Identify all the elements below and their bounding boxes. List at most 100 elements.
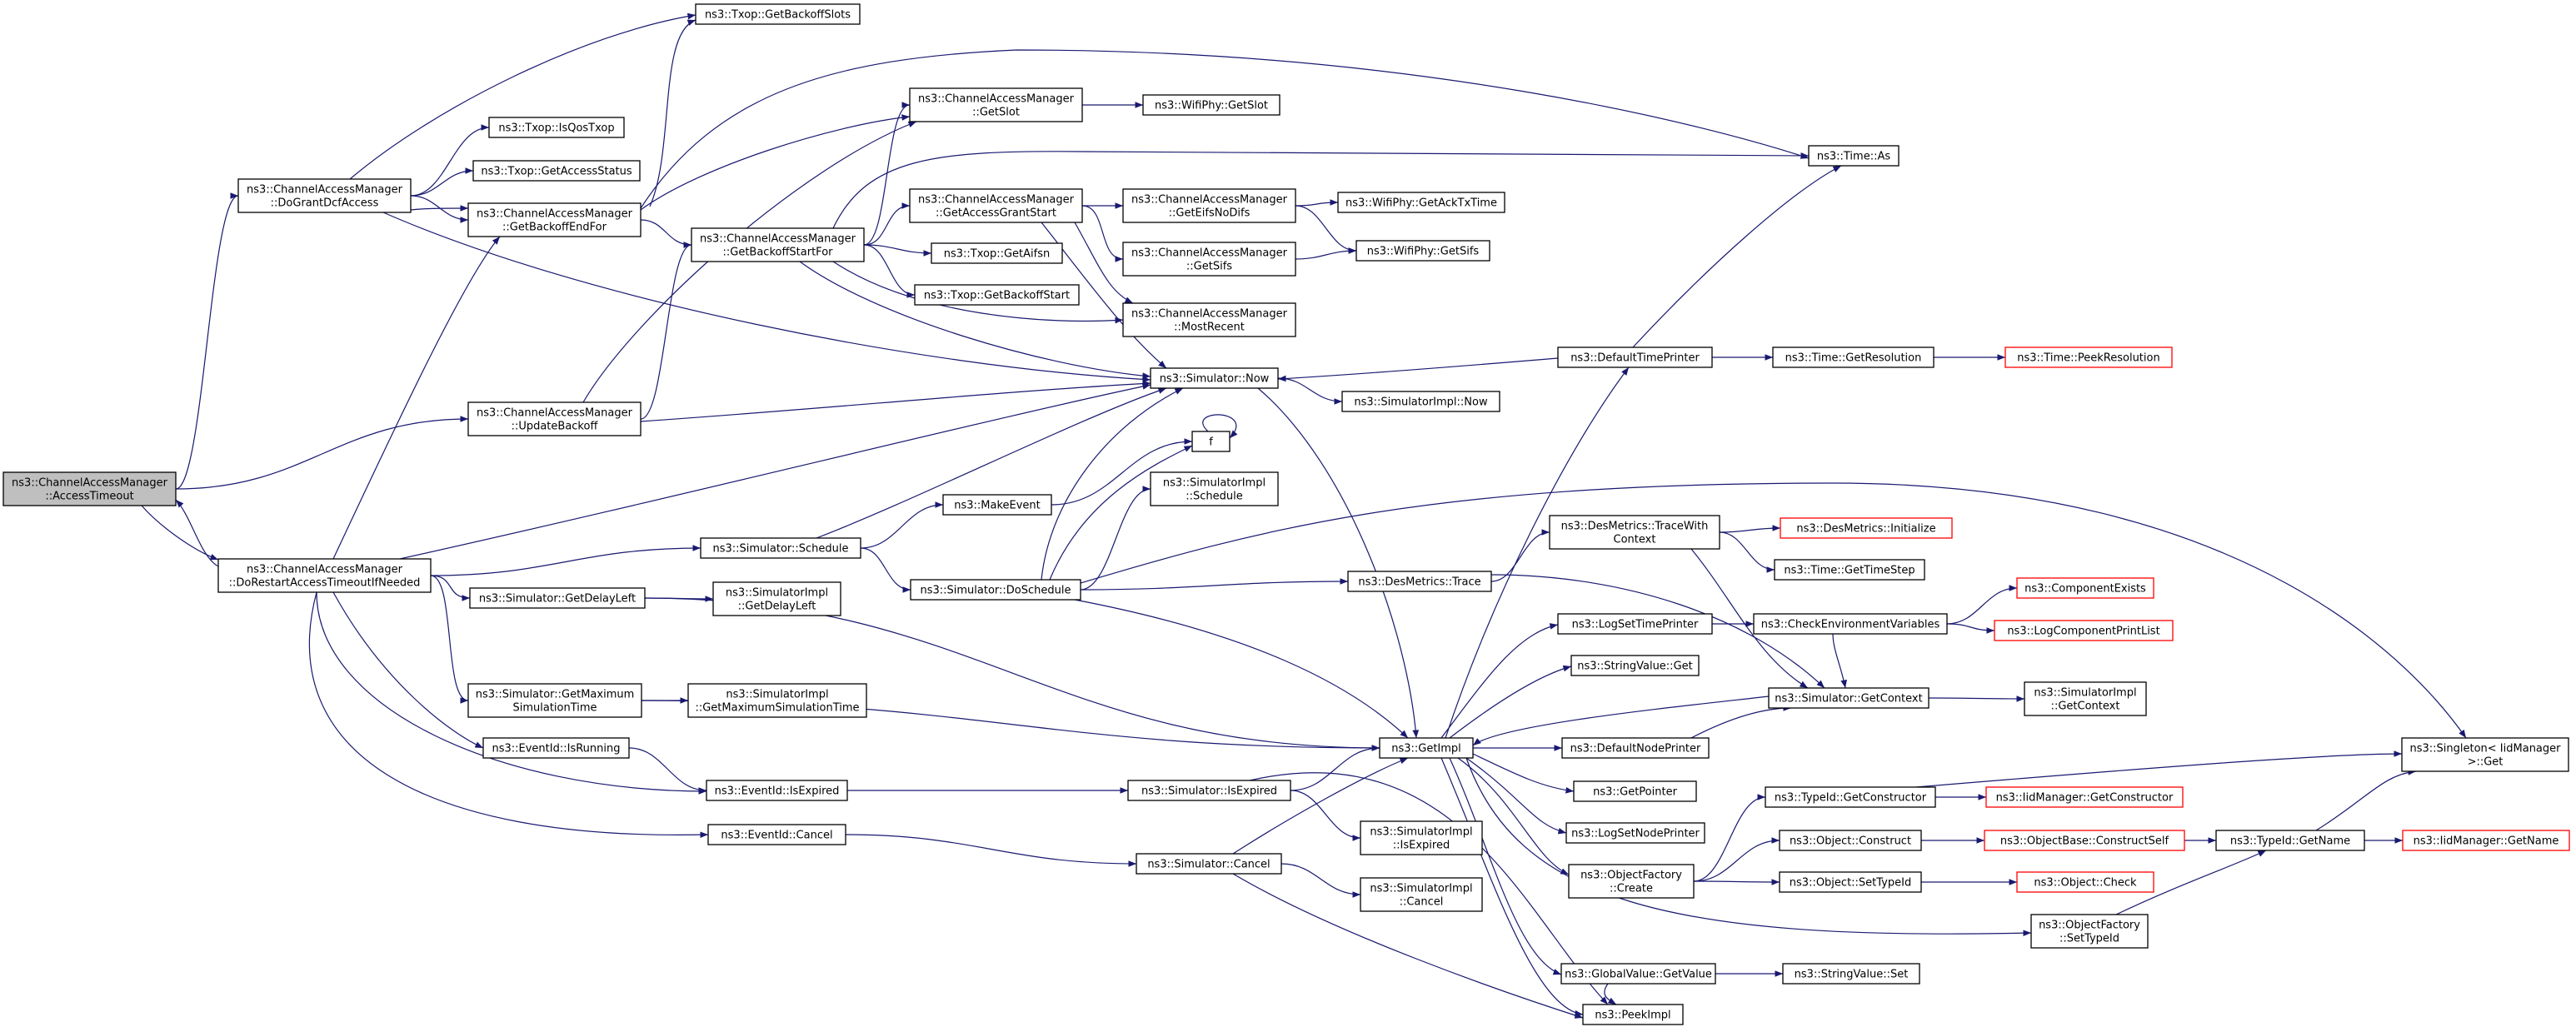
node-box (467, 401, 642, 436)
node-getBackoffSlots[interactable]: ns3::Txop::GetBackoffSlots (695, 3, 861, 25)
node-implGetContext[interactable]: ns3::SimulatorImpl::GetContext (2024, 681, 2147, 716)
node-f[interactable]: f (1191, 431, 1231, 452)
node-getBackoffStartFor[interactable]: ns3::ChannelAccessManager::GetBackoffSta… (691, 227, 865, 262)
node-implCancel[interactable]: ns3::SimulatorImpl::Cancel (1360, 877, 1483, 912)
node-getAccessStatus[interactable]: ns3::Txop::GetAccessStatus (472, 160, 641, 182)
node-singletonGet[interactable]: ns3::Singleton< IidManager >::Get (2401, 737, 2569, 772)
edge-doGrant-to-getBackoffEndFor (410, 195, 469, 223)
node-stringValueSet[interactable]: ns3::StringValue::Set (1782, 963, 1920, 985)
node-getDelayLeft[interactable]: ns3::Simulator::GetDelayLeft (469, 587, 646, 609)
node-updateBackoff[interactable]: ns3::ChannelAccessManager::UpdateBackoff (467, 401, 642, 436)
node-typeGetName[interactable]: ns3::TypeId::GetName (2215, 830, 2365, 851)
node-iidGetName[interactable]: ns3::IidManager::GetName (2402, 830, 2570, 851)
node-box (1582, 1004, 1684, 1025)
node-globalGetValue[interactable]: ns3::GlobalValue::GetValue (1560, 963, 1716, 985)
node-isExpired[interactable]: ns3::EventId::IsExpired (706, 780, 848, 801)
node-isQos[interactable]: ns3::Txop::IsQosTxop (488, 117, 625, 138)
node-defaultTimePrinter[interactable]: ns3::DefaultTimePrinter (1557, 346, 1713, 368)
edge-getBackoffStartFor-to-timeAs (832, 151, 1810, 229)
node-constructSelf[interactable]: ns3::ObjectBase::ConstructSelf (1984, 830, 2185, 851)
node-logSetNodePrinter[interactable]: ns3::LogSetNodePrinter (1565, 822, 1705, 844)
node-getBackoffStart[interactable]: ns3::Txop::GetBackoffStart (914, 284, 1080, 306)
node-getAifsn[interactable]: ns3::Txop::GetAifsn (931, 242, 1063, 264)
node-eventCancel[interactable]: ns3::EventId::Cancel (707, 824, 846, 845)
node-simImplNow[interactable]: ns3::SimulatorImpl::Now (1341, 391, 1500, 412)
node-makeEvent[interactable]: ns3::MakeEvent (942, 494, 1052, 516)
node-getImpl[interactable]: ns3::GetImpl (1379, 737, 1474, 759)
node-wifiGetSlot[interactable]: ns3::WifiPhy::GetSlot (1142, 94, 1281, 116)
node-stringValueGet[interactable]: ns3::StringValue::Get (1570, 655, 1700, 676)
node-implIsExpired[interactable]: ns3::SimulatorImpl::IsExpired (1360, 820, 1483, 855)
node-label: ns3::SimulatorImpl (1370, 826, 1472, 839)
node-label: ::AccessTimeout (45, 491, 133, 503)
node-box (712, 581, 841, 616)
node-now[interactable]: ns3::Simulator::Now (1150, 367, 1279, 389)
node-doRestart[interactable]: ns3::ChannelAccessManager::DoRestartAcce… (217, 558, 432, 593)
node-setTypeId[interactable]: ns3::Object::SetTypeId (1779, 871, 1922, 893)
node-doGrant[interactable]: ns3::ChannelAccessManager::DoGrantDcfAcc… (237, 178, 412, 213)
node-schedule[interactable]: ns3::Simulator::Schedule (700, 537, 861, 559)
node-objConstruct[interactable]: ns3::Object::Construct (1779, 830, 1922, 851)
node-box (942, 494, 1052, 516)
node-getAckTxTime[interactable]: ns3::WifiPhy::GetAckTxTime (1337, 192, 1505, 213)
edge-desTrace-to-getContext (1490, 574, 1825, 689)
node-label: ns3::SimulatorImpl (2034, 687, 2136, 700)
node-label: ns3::IidManager::GetConstructor (1996, 792, 2174, 805)
node-box (1772, 346, 1934, 368)
edge-getSifs-to-wifiGetSifs (1295, 247, 1357, 260)
node-desInit[interactable]: ns3::DesMetrics::Initialize (1780, 517, 1953, 539)
node-label: ::GetSifs (1186, 261, 1232, 273)
node-implGetMaxSimTime[interactable]: ns3::SimulatorImpl::GetMaximumSimulation… (687, 683, 867, 718)
edge-doRestart-to-getDelayLeft (430, 575, 471, 601)
node-root[interactable]: ns3::ChannelAccessManager::AccessTimeout (2, 471, 177, 506)
node-timeAs[interactable]: ns3::Time::As (1808, 145, 1900, 167)
node-doSchedule[interactable]: ns3::Simulator::DoSchedule (910, 579, 1081, 601)
node-getEifsNoDifs[interactable]: ns3::ChannelAccessManager::GetEifsNoDifs (1122, 188, 1296, 223)
node-mostRecent[interactable]: ns3::ChannelAccessManager::MostRecent (1122, 302, 1296, 337)
node-label: ns3::Object::Check (2034, 877, 2137, 890)
node-label: ns3::DesMetrics::TraceWith (1561, 521, 1709, 533)
node-label: ::Cancel (1400, 896, 1444, 909)
node-peekImpl[interactable]: ns3::PeekImpl (1582, 1004, 1684, 1025)
node-box (1557, 346, 1713, 368)
edge-getImpl-to-globalGetValue (1449, 757, 1562, 975)
node-desTrace[interactable]: ns3::DesMetrics::Trace (1347, 571, 1492, 592)
node-label: ns3::ChannelAccessManager (918, 93, 1075, 106)
edge-root-to-doGrant (175, 192, 239, 490)
node-getConstructor[interactable]: ns3::TypeId::GetConstructor (1765, 786, 1936, 808)
edge-doRestart-to-eventCancel (308, 591, 709, 839)
edge-getImpl-to-logSetTimePrinter (1440, 623, 1559, 739)
node-label: ns3::Txop::GetAifsn (944, 248, 1051, 261)
node-logSetTimePrinter[interactable]: ns3::LogSetTimePrinter (1557, 613, 1713, 635)
node-getAccessGrantStart[interactable]: ns3::ChannelAccessManager::GetAccessGran… (909, 188, 1083, 223)
node-objFactoryCreate[interactable]: ns3::ObjectFactory::Create (1568, 864, 1695, 899)
node-label: ::DoRestartAccessTimeoutIfNeeded (229, 577, 421, 590)
node-wifiGetSifs[interactable]: ns3::WifiPhy::GetSifs (1355, 240, 1490, 262)
node-box (1779, 830, 1922, 851)
node-simImplSchedule[interactable]: ns3::SimulatorImpl::Schedule (1150, 471, 1279, 506)
node-box (1994, 620, 2174, 641)
node-implGetDelayLeft[interactable]: ns3::SimulatorImpl::GetDelayLeft (712, 581, 841, 616)
node-objCheck[interactable]: ns3::Object::Check (2016, 871, 2154, 893)
node-getPointer[interactable]: ns3::GetPointer (1573, 780, 1697, 802)
node-iidGetConstructor[interactable]: ns3::IidManager::GetConstructor (1985, 786, 2184, 808)
node-isRunning[interactable]: ns3::EventId::IsRunning (482, 737, 630, 759)
node-label: ::Schedule (1186, 491, 1243, 503)
node-logComponentPrintList[interactable]: ns3::LogComponentPrintList (1994, 620, 2174, 641)
node-componentExists[interactable]: ns3::ComponentExists (2016, 577, 2154, 599)
node-simCancel[interactable]: ns3::Simulator::Cancel (1136, 853, 1282, 875)
node-getSifs[interactable]: ns3::ChannelAccessManager::GetSifs (1122, 242, 1296, 277)
node-getTimeStep[interactable]: ns3::Time::GetTimeStep (1774, 559, 1925, 581)
node-getMaxSimTime[interactable]: ns3::Simulator::GetMaximumSimulationTime (467, 683, 642, 718)
node-getSlot[interactable]: ns3::ChannelAccessManager::GetSlot (909, 87, 1083, 122)
node-peekResolution[interactable]: ns3::Time::PeekResolution (2004, 346, 2173, 368)
edge-updateBackoff-to-getBackoffStartFor (640, 242, 692, 420)
node-getBackoffEndFor[interactable]: ns3::ChannelAccessManager::GetBackoffEnd… (467, 202, 642, 237)
node-simIsExpired[interactable]: ns3::Simulator::IsExpired (1127, 780, 1291, 801)
node-defaultNodePrinter[interactable]: ns3::DefaultNodePrinter (1561, 737, 1710, 759)
node-checkEnvVars[interactable]: ns3::CheckEnvironmentVariables (1753, 613, 1948, 635)
node-factorySetTypeId[interactable]: ns3::ObjectFactory::SetTypeId (2030, 914, 2149, 949)
node-getResolution[interactable]: ns3::Time::GetResolution (1772, 346, 1934, 368)
node-getContext[interactable]: ns3::Simulator::GetContext (1768, 687, 1930, 709)
